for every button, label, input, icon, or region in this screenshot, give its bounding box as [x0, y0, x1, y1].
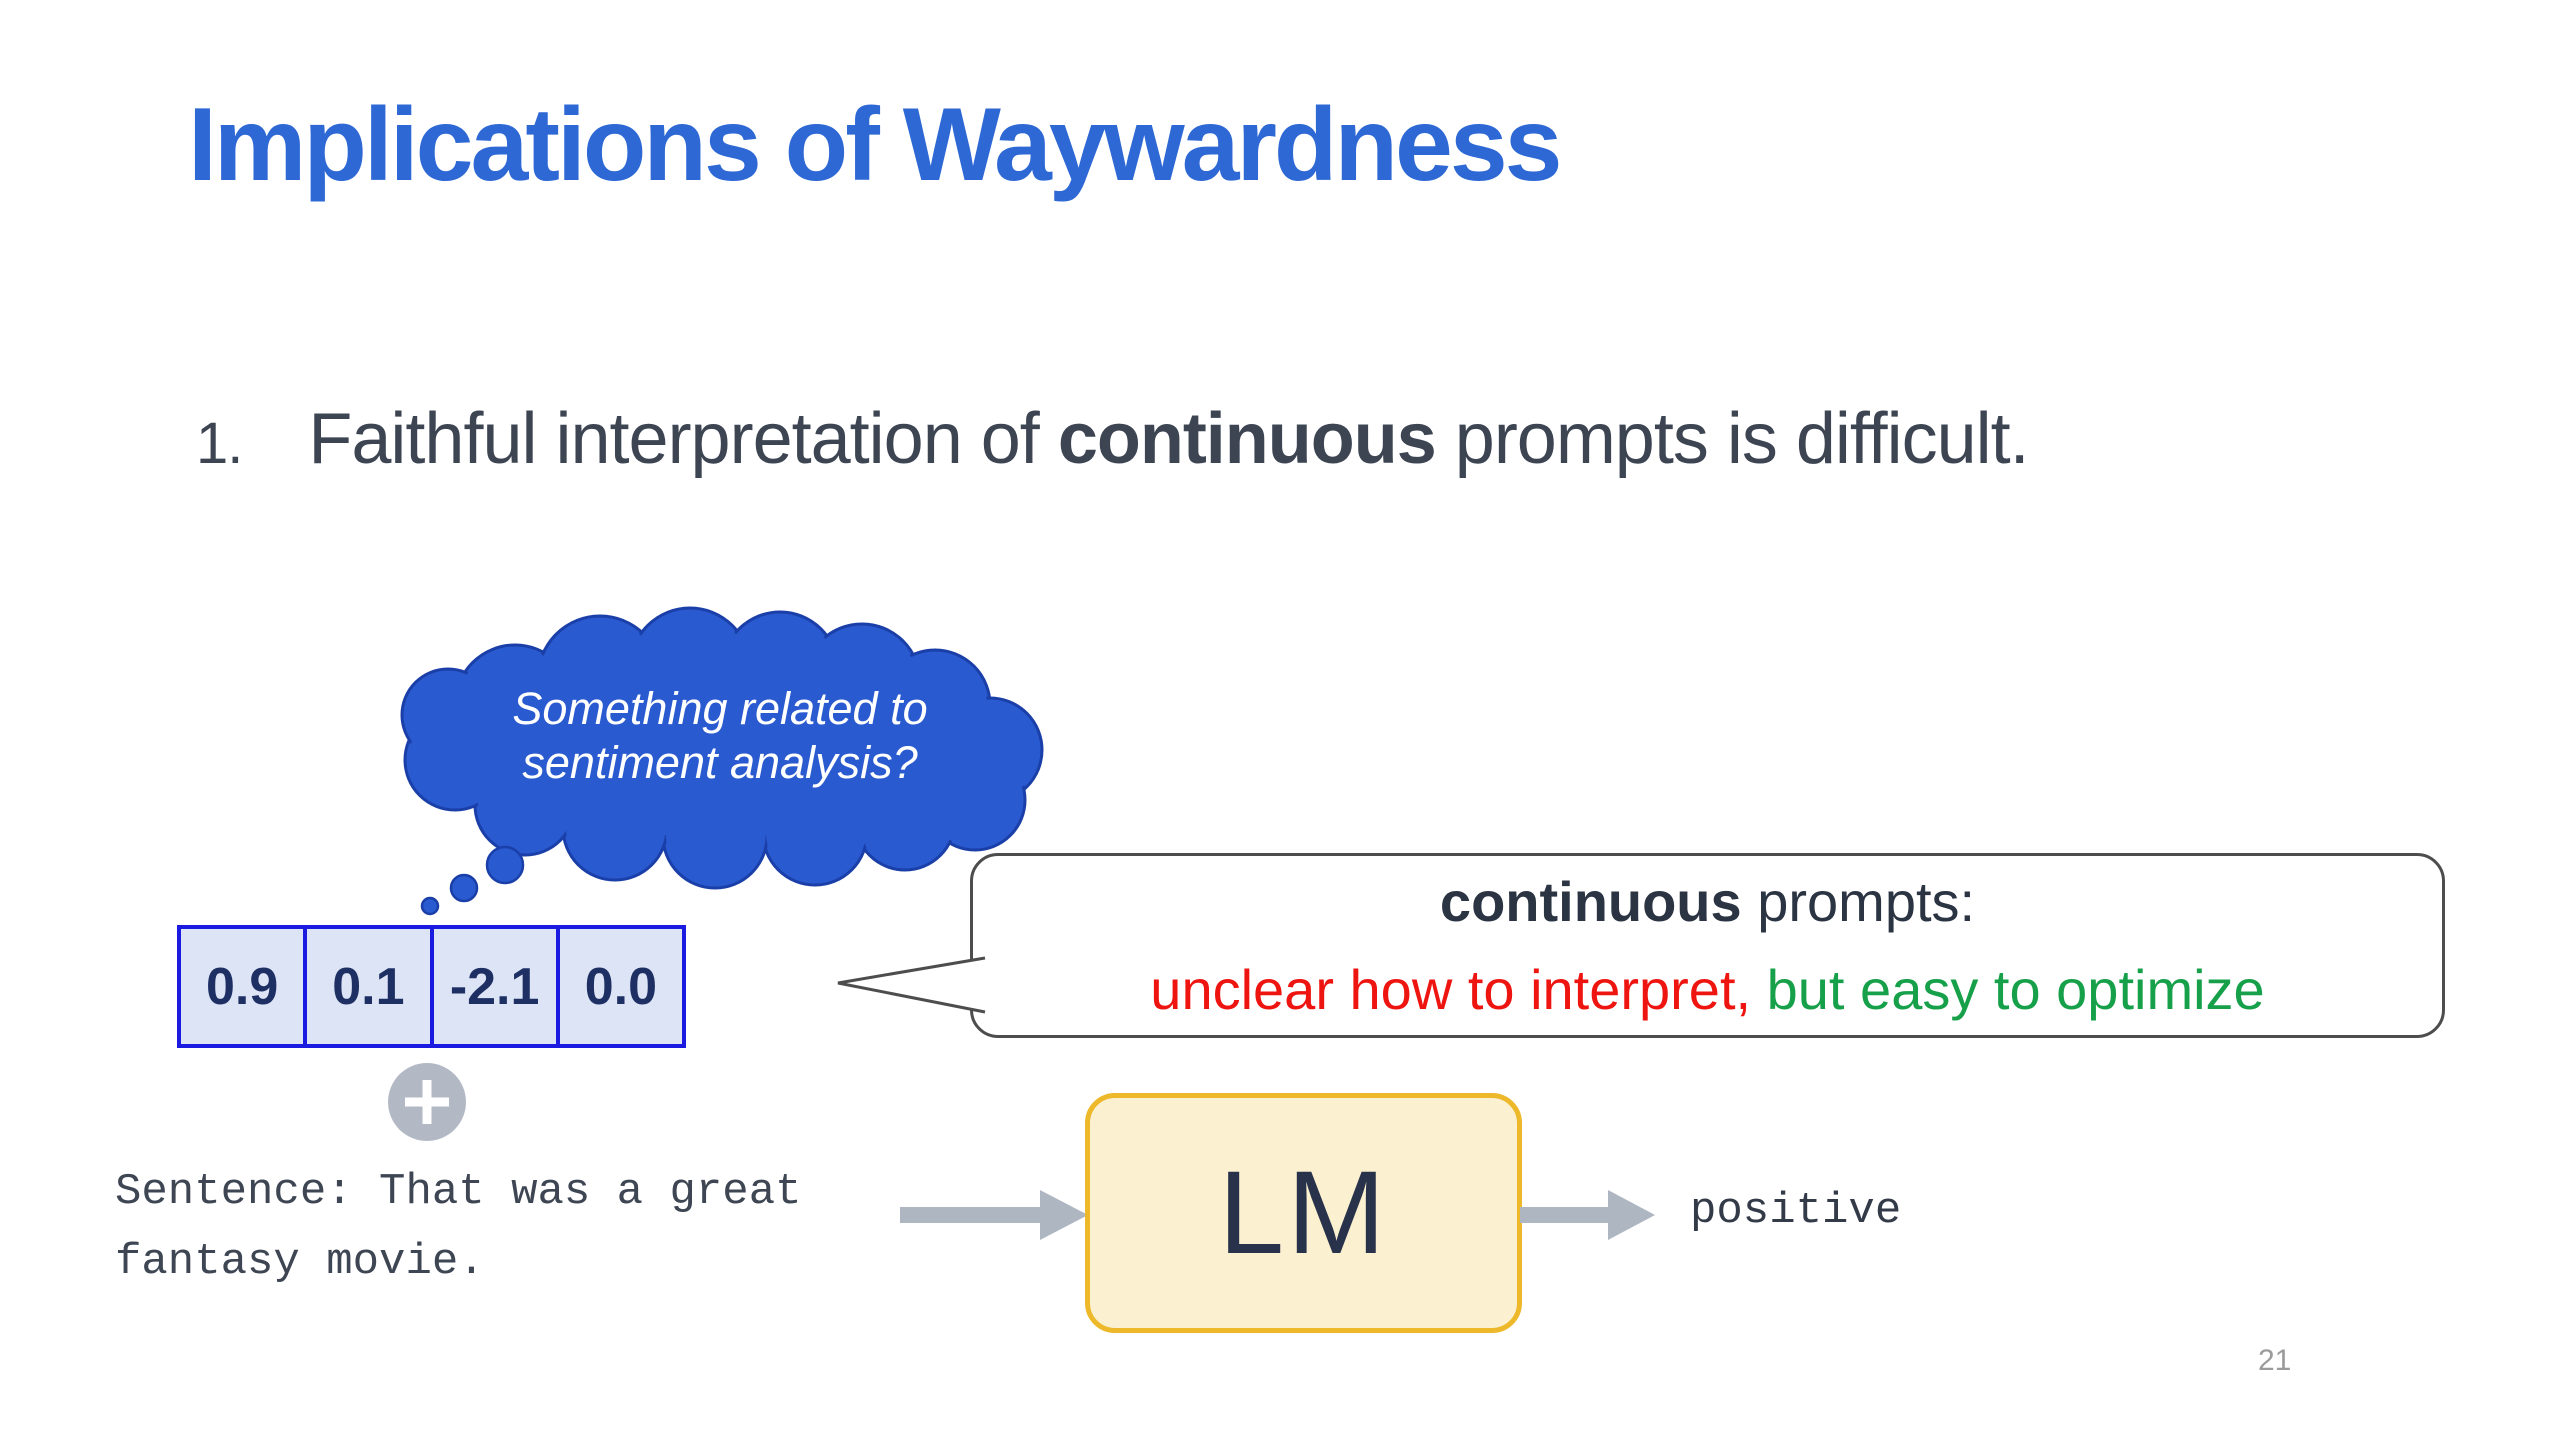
vector-cell: 0.9	[181, 929, 308, 1044]
input-sentence: Sentence: That was a great fantasy movie.	[115, 1157, 802, 1367]
prompt-vector: 0.9 0.1 -2.1 0.0	[177, 925, 686, 1048]
thought-trail-bubble-small	[420, 896, 440, 916]
thought-cloud-icon: Something related to sentiment analysis?	[400, 606, 1044, 916]
output-arrow	[1520, 1190, 1655, 1240]
lm-box: LM	[1085, 1093, 1522, 1333]
callout-line2-red: unclear how to interpret,	[1150, 957, 1752, 1021]
callout-line1: continuous prompts:	[1440, 858, 1975, 946]
callout-tail	[837, 956, 986, 1014]
page-number: 21	[2258, 1344, 2292, 1377]
vector-cell: -2.1	[434, 929, 560, 1044]
callout-line1-bold: continuous	[1439, 869, 1742, 933]
numbered-point: 1.Faithful interpretation of continuous …	[196, 398, 2030, 480]
input-arrow	[900, 1190, 1088, 1240]
sentence-line2: fantasy movie.	[115, 1237, 485, 1287]
thought-trail-bubble-medium	[449, 873, 479, 903]
callout-line2: unclear how to interpret, but easy to op…	[1150, 946, 2264, 1034]
callout-line1-rest: prompts:	[1741, 869, 1976, 933]
slide-title: Implications of Waywardness	[188, 87, 1562, 203]
thought-trail-bubble-large	[485, 845, 525, 885]
point-number: 1.	[196, 411, 243, 476]
point-text-after: prompts is difficult.	[1435, 399, 2030, 479]
sentence-line1: Sentence: That was a great	[115, 1167, 802, 1217]
lm-label: LM	[1218, 1147, 1389, 1279]
callout-line2-green: but easy to optimize	[1751, 957, 2265, 1021]
output-label: positive	[1690, 1186, 1902, 1236]
point-text-before: Faithful interpretation of	[308, 399, 1058, 479]
vector-cell: 0.1	[307, 929, 434, 1044]
plus-icon	[388, 1063, 466, 1141]
vector-cell: 0.0	[584, 957, 658, 1016]
callout-box: continuous prompts: unclear how to inter…	[970, 853, 2445, 1038]
thought-text-line1: Something related to	[512, 683, 927, 734]
point-text-bold: continuous	[1057, 399, 1437, 479]
thought-text-line2: sentiment analysis?	[522, 737, 917, 788]
